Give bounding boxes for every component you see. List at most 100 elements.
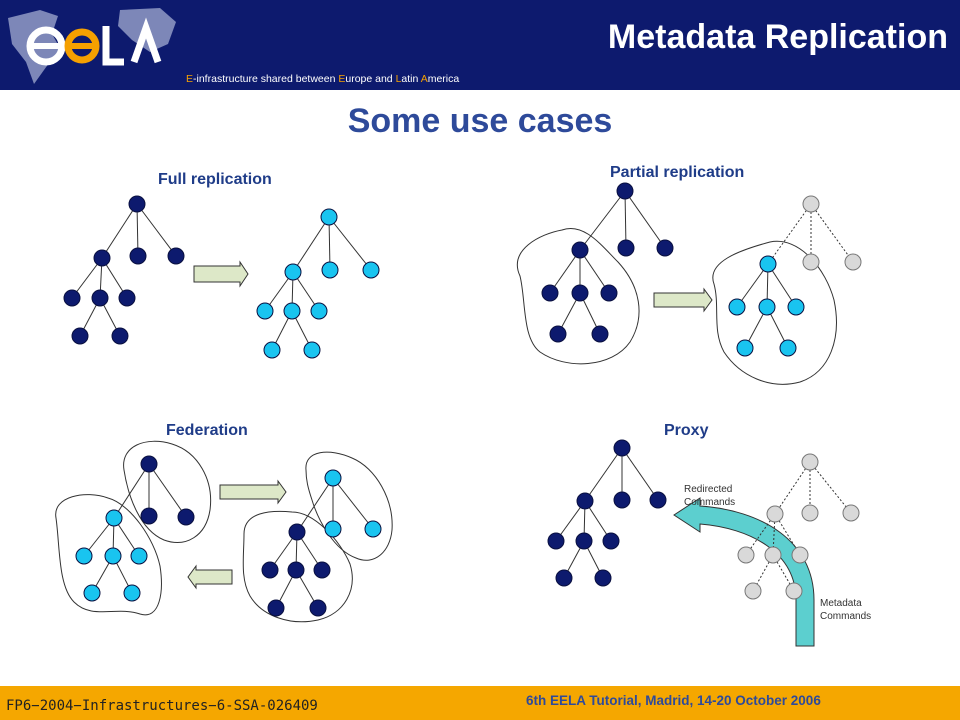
footer-bar: FP6−2004−Infrastructures−6-SSA-026409 6t…	[0, 686, 960, 720]
tree-node	[261, 561, 279, 579]
tree-node	[303, 341, 321, 359]
tree-node	[801, 504, 819, 522]
tree-edge	[774, 461, 811, 515]
tree-node	[287, 561, 305, 579]
tree-node	[324, 469, 342, 487]
tree-node	[310, 302, 328, 320]
tree-edge	[624, 190, 666, 249]
tree-node	[549, 325, 567, 343]
tree-node	[802, 195, 820, 213]
tree-edge	[296, 477, 334, 533]
metadata-commands-label: Metadata Commands	[820, 598, 871, 622]
tagline-part: E	[338, 73, 346, 85]
label-proxy: Proxy	[664, 422, 709, 439]
tree-node	[104, 547, 122, 565]
redirected-commands-label: Redirected Commands	[684, 484, 735, 508]
partition-blob	[517, 227, 640, 365]
tree-edge	[101, 203, 138, 259]
tree-node	[736, 339, 754, 357]
svg-text:Metadata: Metadata	[820, 598, 862, 609]
tree-node	[541, 284, 559, 302]
tree-node	[320, 208, 338, 226]
replication-arrow	[653, 287, 713, 313]
tree-node	[75, 547, 93, 565]
tree-node	[576, 492, 594, 510]
tree-node	[130, 547, 148, 565]
tree-federation-left	[75, 455, 195, 602]
use-case-diagrams: Redirected Commands Metadata Commands	[55, 182, 871, 647]
tree-edge	[767, 263, 797, 308]
tree-node	[309, 599, 327, 617]
tree-node	[177, 508, 195, 526]
tagline-part: A	[420, 73, 428, 85]
partition-blob	[305, 451, 393, 561]
partition-blob	[242, 510, 353, 623]
tree-edge	[810, 203, 854, 263]
tree-node	[571, 284, 589, 302]
tree-node	[105, 509, 123, 527]
tree-edge	[584, 447, 623, 502]
tree-node	[324, 520, 342, 538]
tree-node	[744, 582, 762, 600]
tree-node	[91, 289, 109, 307]
tagline-part: urope and	[345, 73, 396, 85]
tree-node	[594, 569, 612, 587]
replication-arrow	[193, 260, 249, 288]
tree-node	[591, 325, 609, 343]
tree-node	[123, 584, 141, 602]
tree-node	[787, 298, 805, 316]
tree-partial-source	[541, 182, 674, 343]
tree-node	[284, 263, 302, 281]
tree-node	[93, 249, 111, 267]
tree-edge	[624, 190, 627, 249]
tree-edge	[136, 203, 139, 257]
tree-edge	[113, 463, 150, 519]
redirected-commands-arrow	[673, 497, 815, 647]
tree-node	[656, 239, 674, 257]
footer-event: 6th EELA Tutorial, Madrid, 14-20 October…	[526, 693, 821, 708]
tree-node	[364, 520, 382, 538]
svg-text:Redirected: Redirected	[684, 484, 732, 495]
tree-proxy-source	[547, 439, 667, 587]
tree-node	[547, 532, 565, 550]
tree-node	[602, 532, 620, 550]
tree-edge	[736, 263, 769, 308]
tagline-part: merica	[427, 73, 460, 85]
replication-arrow	[187, 564, 233, 590]
tree-node	[83, 584, 101, 602]
tree-node	[802, 253, 820, 271]
tree-node	[616, 182, 634, 200]
tree-node	[764, 546, 782, 564]
partition-blob	[123, 440, 212, 543]
partition-blob	[55, 494, 162, 616]
tree-edge	[292, 216, 330, 273]
tree-full-source	[63, 195, 185, 345]
tree-node	[362, 261, 380, 279]
tree-node	[140, 455, 158, 473]
tree-node	[842, 504, 860, 522]
tree-node	[288, 523, 306, 541]
tree-edge	[328, 216, 372, 271]
tagline-part: E	[186, 73, 194, 85]
tree-node	[267, 599, 285, 617]
tree-edge	[772, 513, 776, 556]
partition-blob	[712, 240, 837, 385]
tree-federation-right	[261, 469, 382, 617]
svg-text:Commands: Commands	[820, 611, 871, 622]
label-federation: Federation	[166, 422, 248, 439]
svg-text:Commands: Commands	[684, 497, 735, 508]
tree-node	[844, 253, 862, 271]
tree-node	[128, 195, 146, 213]
slide-title: Metadata Replication	[607, 18, 948, 56]
tree-full-replica	[256, 208, 380, 359]
tree-node	[140, 507, 158, 525]
tagline-part: -infrastructure shared between	[193, 73, 339, 85]
tree-node	[600, 284, 618, 302]
tree-node	[571, 241, 589, 259]
tree-edge	[772, 554, 795, 592]
tree-edge	[148, 463, 187, 518]
tree-edge	[136, 203, 177, 257]
tree-node	[617, 239, 635, 257]
tree-node	[758, 298, 776, 316]
tree-edge	[767, 203, 812, 265]
